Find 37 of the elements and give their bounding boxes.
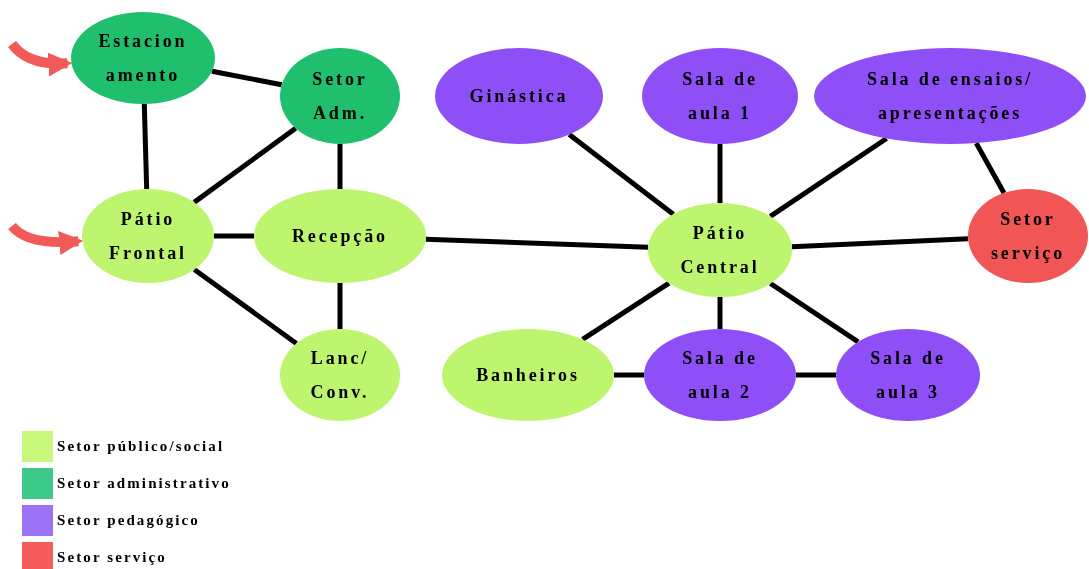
connector-line xyxy=(214,233,254,239)
connector-line xyxy=(192,126,298,205)
node-label: Sala de ensaios/ apresentações xyxy=(865,68,1035,125)
connector-line xyxy=(337,283,343,329)
legend-label: Setor pedagógico xyxy=(57,511,200,531)
connector-line xyxy=(425,236,649,250)
connector-line xyxy=(614,372,644,378)
connector-line xyxy=(337,144,343,189)
node-label: Estacion amento xyxy=(97,30,189,87)
node-label: Sala de aula 1 xyxy=(681,68,759,125)
legend-label: Setor público/social xyxy=(57,437,225,457)
connector-line xyxy=(796,372,836,378)
legend-label: Setor administrativo xyxy=(57,474,231,494)
node-label: Pátio Frontal xyxy=(108,208,188,265)
arrow xyxy=(8,40,73,77)
connector-line xyxy=(581,281,671,342)
connector-line xyxy=(192,267,298,346)
node-label: Setor serviço xyxy=(989,208,1067,265)
connector-line xyxy=(717,297,723,329)
node-label: Ginástica xyxy=(468,85,570,108)
connector-line xyxy=(769,281,860,344)
legend-label: Setor serviço xyxy=(57,548,167,568)
node-label: Sala de aula 2 xyxy=(681,347,759,404)
node-label: Pátio Central xyxy=(679,222,761,279)
arrow xyxy=(8,222,84,255)
connector-line xyxy=(211,68,283,88)
connector-line xyxy=(567,132,675,217)
connector-line xyxy=(717,144,723,203)
node-label: Sala de aula 3 xyxy=(869,347,947,404)
node-label: Lanc/ Conv. xyxy=(309,347,371,404)
connector-line xyxy=(974,141,1007,195)
node-label: Setor Adm. xyxy=(311,68,369,125)
connector-line xyxy=(141,103,150,190)
node-label: Banheiros xyxy=(475,364,581,387)
connector-line xyxy=(791,236,969,250)
connector-line xyxy=(768,136,888,219)
node-label: Recepção xyxy=(291,225,389,248)
